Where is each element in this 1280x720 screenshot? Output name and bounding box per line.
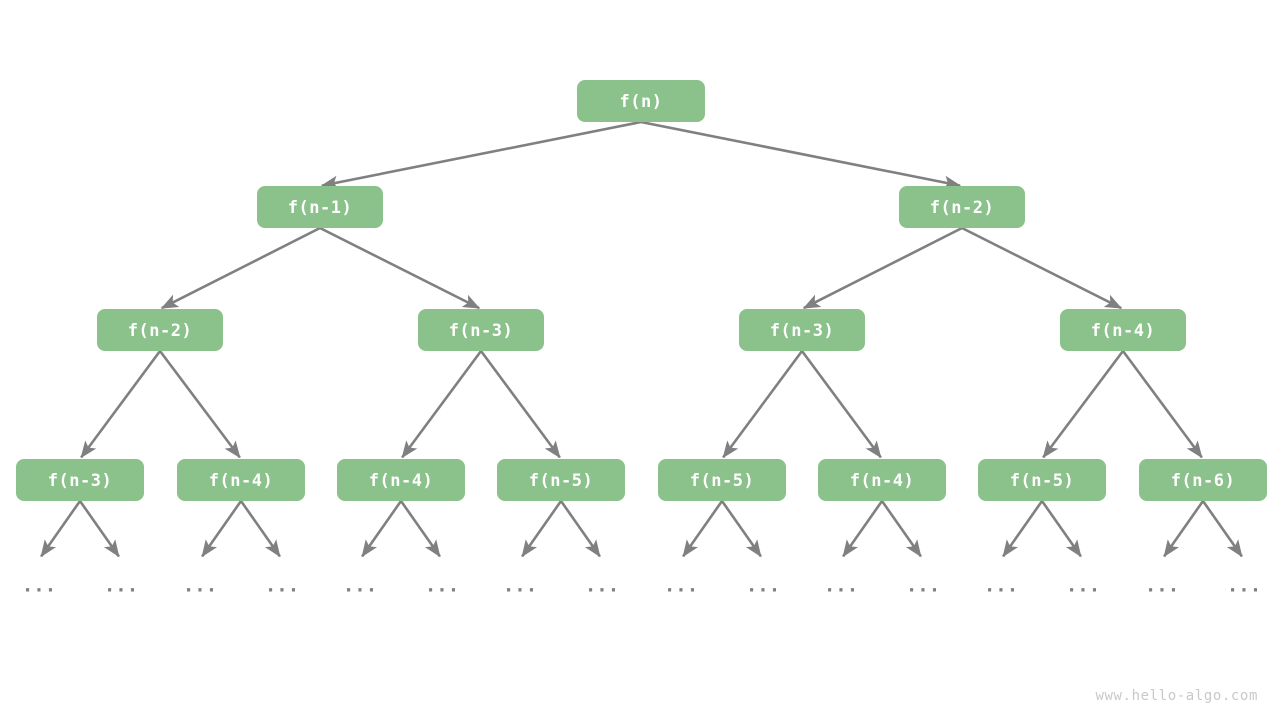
tree-node-label: f(n-2) [128, 321, 192, 341]
tree-edge [479, 350, 561, 459]
tree-edge-to-ellipsis [1040, 500, 1082, 558]
ellipsis-marker: ... [824, 575, 858, 597]
tree-edge [1042, 350, 1125, 459]
tree-node-label: f(n-5) [1010, 471, 1074, 491]
tree-edge-to-ellipsis [682, 500, 724, 558]
tree-edge [320, 120, 642, 190]
ellipsis-marker: ... [1145, 575, 1179, 597]
tree-edge-to-ellipsis [361, 500, 403, 558]
tree-edge-to-ellipsis [78, 500, 120, 558]
tree-node-box [337, 459, 465, 501]
tree-node-box [658, 459, 786, 501]
tree-node[interactable]: f(n-3) [418, 309, 544, 351]
tree-node[interactable]: f(n-3) [16, 459, 144, 501]
tree-node-box [497, 459, 625, 501]
tree-node-box [97, 309, 223, 351]
tree-edge [319, 226, 481, 310]
ellipsis-marker: ... [503, 575, 537, 597]
tree-node-label: f(n-5) [529, 471, 593, 491]
ellipsis-marker: ... [1227, 575, 1261, 597]
tree-edge [802, 226, 963, 310]
tree-node-box [418, 309, 544, 351]
ellipsis-marker: ... [265, 575, 299, 597]
tree-node-box [177, 459, 305, 501]
edges-layer [40, 120, 1243, 558]
tree-node-box [577, 80, 705, 122]
tree-node-box [1139, 459, 1267, 501]
tree-node[interactable]: f(n-4) [337, 459, 465, 501]
tree-edge [961, 226, 1123, 310]
tree-edge-to-ellipsis [559, 500, 601, 558]
tree-edge-to-ellipsis [1002, 500, 1044, 558]
tree-node-label: f(n-5) [690, 471, 754, 491]
tree-node[interactable]: f(n-1) [257, 186, 383, 228]
tree-node[interactable]: f(n) [577, 80, 705, 122]
tree-node-box [899, 186, 1025, 228]
tree-edge-to-ellipsis [201, 500, 243, 558]
tree-node[interactable]: f(n-2) [97, 309, 223, 351]
tree-edge-to-ellipsis [842, 500, 884, 558]
ellipsis-marker: ... [984, 575, 1018, 597]
tree-edge-to-ellipsis [521, 500, 563, 558]
ellipsis-marker: ... [183, 575, 217, 597]
tree-node-box [257, 186, 383, 228]
tree-node[interactable]: f(n-6) [1139, 459, 1267, 501]
tree-edge-to-ellipsis [720, 500, 762, 558]
tree-node-label: f(n-1) [288, 198, 352, 218]
tree-node-box [818, 459, 946, 501]
tree-node-label: f(n-3) [770, 321, 834, 341]
tree-node[interactable]: f(n-5) [497, 459, 625, 501]
tree-node[interactable]: f(n-4) [177, 459, 305, 501]
tree-edge [80, 350, 162, 459]
tree-node-label: f(n-6) [1171, 471, 1235, 491]
tree-node-box [978, 459, 1106, 501]
tree-node-box [739, 309, 865, 351]
tree-edge [722, 350, 804, 459]
tree-node[interactable]: f(n-5) [978, 459, 1106, 501]
tree-edge [160, 226, 321, 310]
tree-edge-to-ellipsis [399, 500, 441, 558]
tree-edge-to-ellipsis [1201, 500, 1243, 558]
ellipsis-marker: ... [664, 575, 698, 597]
tree-node-label: f(n-4) [209, 471, 273, 491]
ellipsis-marker: ... [906, 575, 940, 597]
watermark-text: www.hello-algo.com [1095, 688, 1258, 704]
tree-node[interactable]: f(n-5) [658, 459, 786, 501]
tree-edge-to-ellipsis [239, 500, 281, 558]
tree-node[interactable]: f(n-4) [818, 459, 946, 501]
tree-node-label: f(n-2) [930, 198, 994, 218]
ellipsis-marker: ... [22, 575, 56, 597]
tree-node-label: f(n) [620, 92, 663, 112]
ellipsis-marker: ... [343, 575, 377, 597]
ellipsis-marker: ... [104, 575, 138, 597]
tree-node-label: f(n-3) [449, 321, 513, 341]
tree-node-box [1060, 309, 1186, 351]
ellipsis-marker: ... [746, 575, 780, 597]
tree-node-label: f(n-4) [1091, 321, 1155, 341]
ellipsis-marker: ... [585, 575, 619, 597]
tree-edge-to-ellipsis [40, 500, 82, 558]
tree-node-label: f(n-4) [369, 471, 433, 491]
tree-node-label: f(n-4) [850, 471, 914, 491]
ellipsis-layer: ........................................… [22, 575, 1261, 597]
tree-node-label: f(n-3) [48, 471, 112, 491]
tree-edge [1121, 350, 1203, 459]
ellipsis-marker: ... [425, 575, 459, 597]
nodes-layer: f(n) f(n-1) f(n-2) f(n-2) f(n-3) f(n-3) f(n-4)… [16, 80, 1267, 501]
tree-edge [158, 350, 241, 459]
tree-edge-to-ellipsis [880, 500, 922, 558]
tree-edge [800, 350, 882, 459]
tree-node[interactable]: f(n-4) [1060, 309, 1186, 351]
tree-node[interactable]: f(n-2) [899, 186, 1025, 228]
tree-node[interactable]: f(n-3) [739, 309, 865, 351]
tree-edge [401, 350, 483, 459]
tree-edge-to-ellipsis [1163, 500, 1205, 558]
ellipsis-marker: ... [1066, 575, 1100, 597]
tree-node-box [16, 459, 144, 501]
tree-edge [640, 120, 962, 190]
